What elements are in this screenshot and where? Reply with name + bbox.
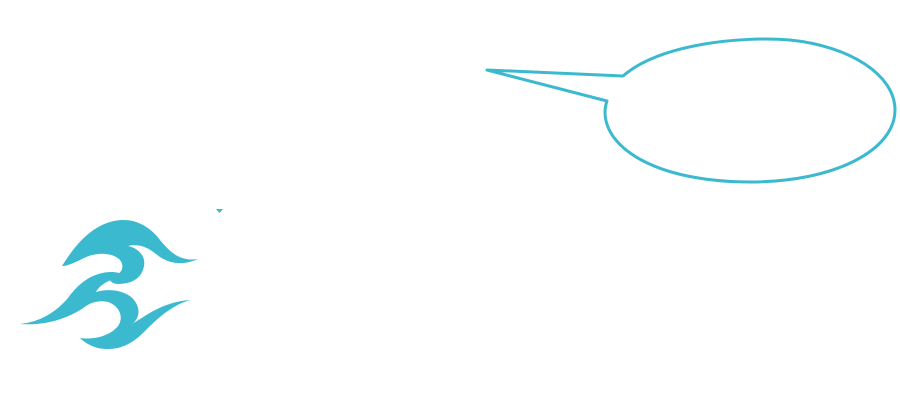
speech-bubble-icon <box>485 37 897 184</box>
wave-logo-upper <box>62 220 198 284</box>
wave-logo-lower <box>20 272 190 350</box>
triangle-down-icon <box>216 209 223 213</box>
speech-bubble-outline <box>485 37 897 184</box>
wave-logo-icon <box>20 220 198 350</box>
